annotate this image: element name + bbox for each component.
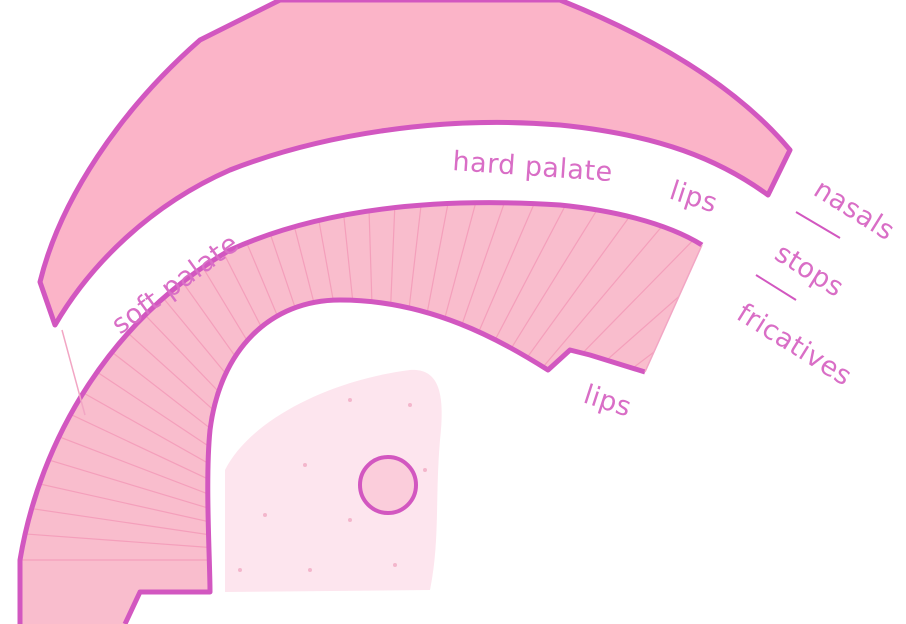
label-stops: stops <box>769 238 849 304</box>
label-hard-palate: hard palate <box>452 146 614 188</box>
label-fricatives: fricatives <box>731 298 857 393</box>
tongue-stripe <box>530 522 906 550</box>
tongue-stripe <box>527 435 906 529</box>
label-lips-lower: lips <box>580 379 635 423</box>
tongue-stripe <box>529 479 906 540</box>
pharynx-line <box>62 330 85 415</box>
tongue-stripe <box>524 393 906 519</box>
separator-line-nasals-stops <box>796 212 840 238</box>
label-nasals: nasals <box>808 174 900 247</box>
hyoid-circle <box>360 457 416 513</box>
label-lips-upper: lips <box>666 175 721 219</box>
separator-line-stops-fricatives <box>756 275 796 300</box>
